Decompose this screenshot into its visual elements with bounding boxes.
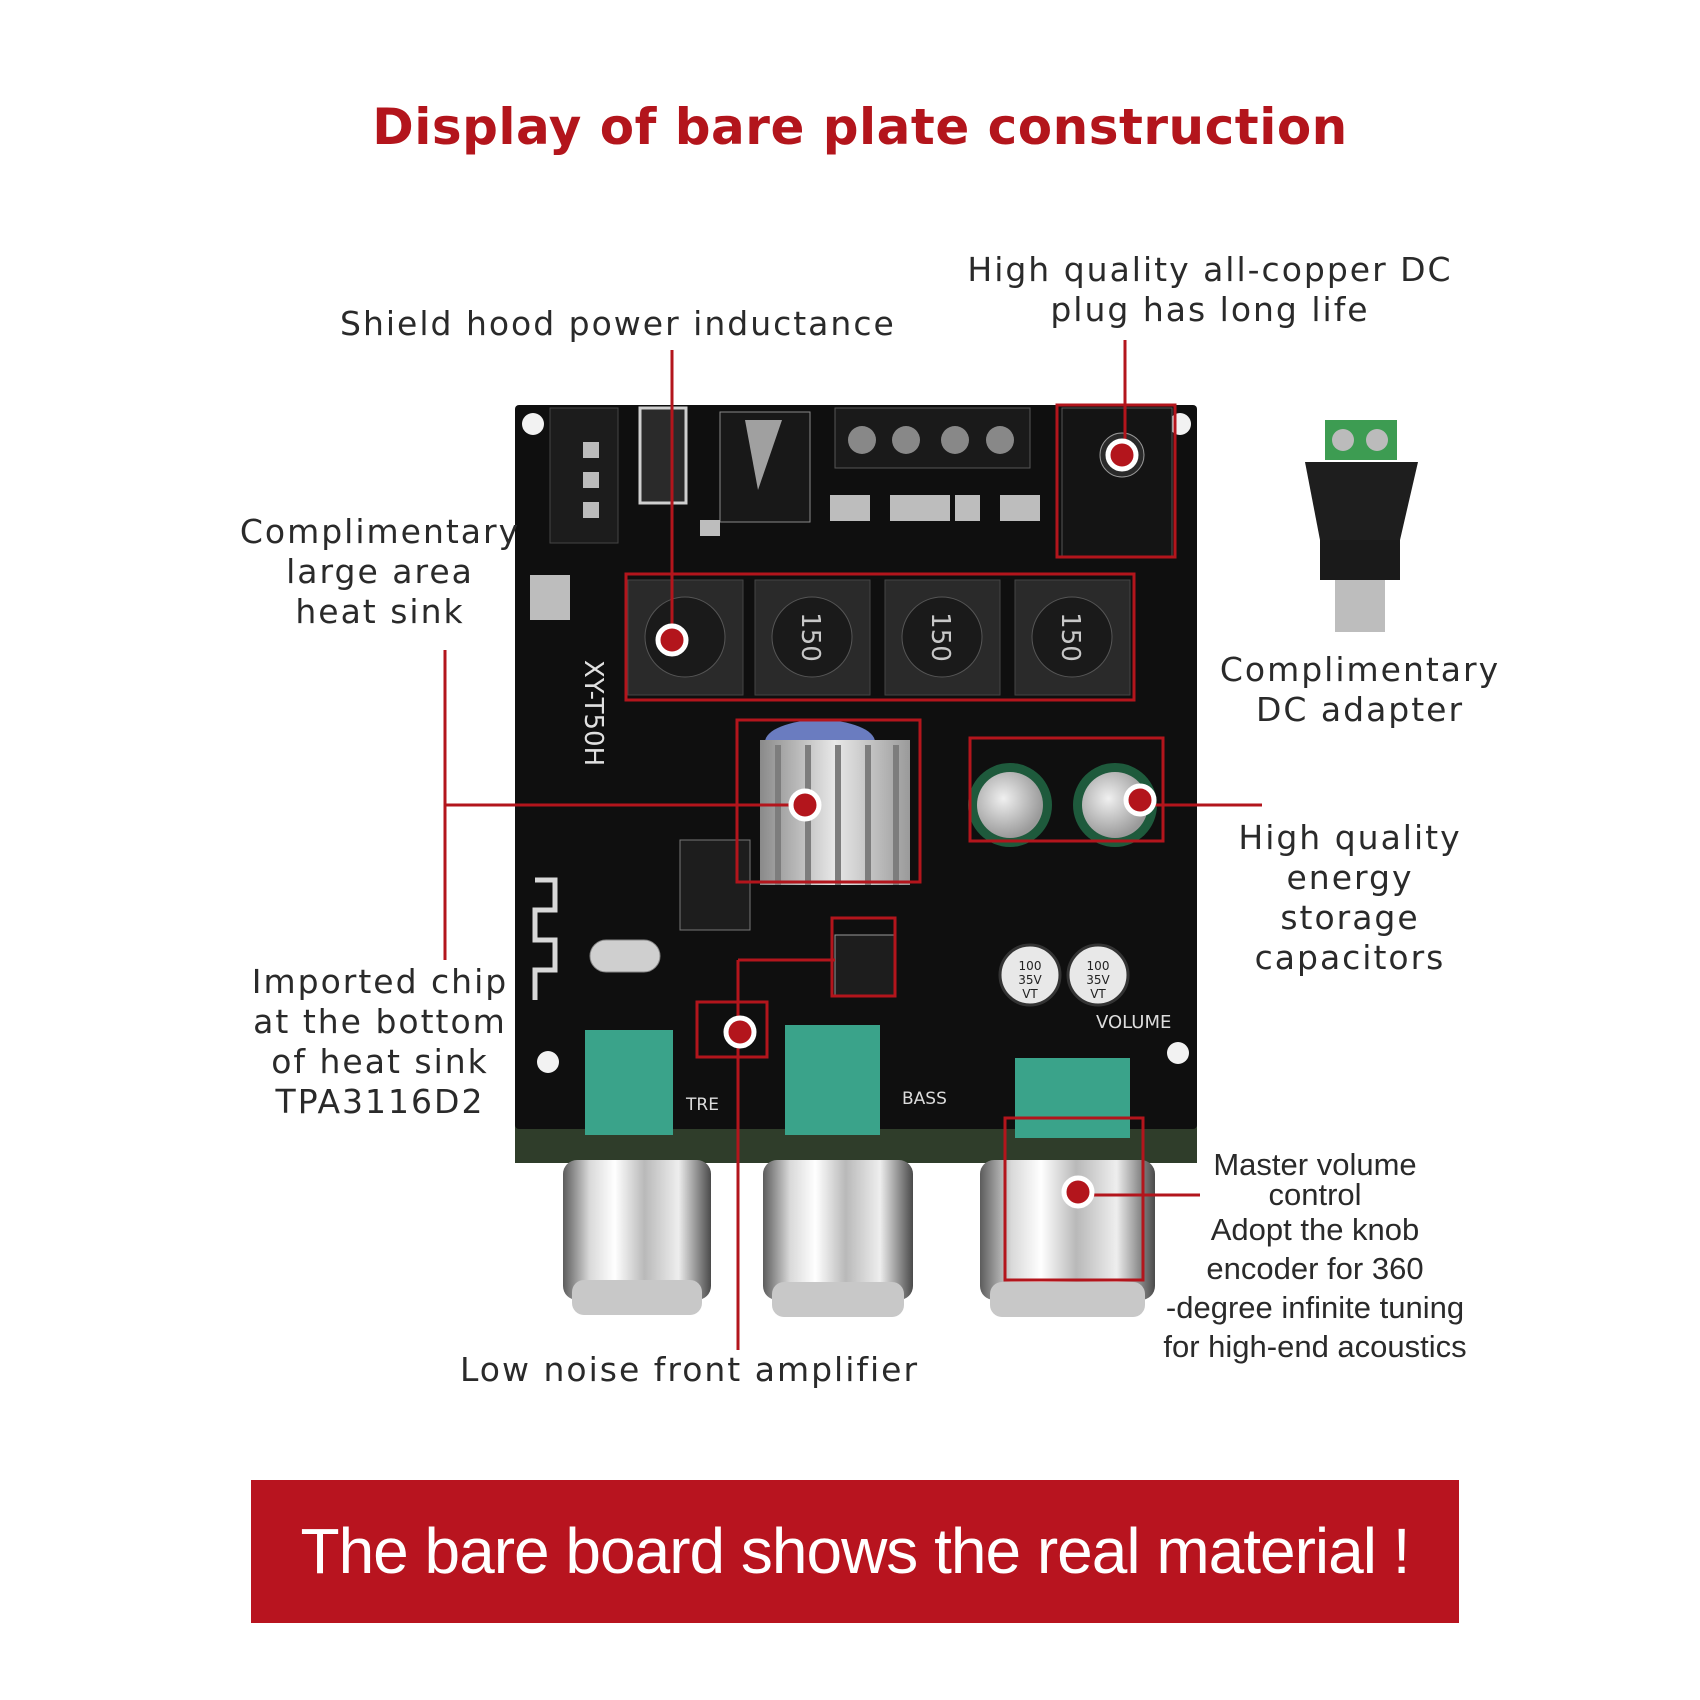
label-front-amp: Low noise front amplifier [460, 1350, 920, 1389]
label-dc-adapter: Complimentary DC adapter [1219, 650, 1501, 729]
crystal [589, 939, 661, 973]
banner-text: The bare board shows the real material ! [300, 1515, 1410, 1587]
model-text: XY-T50H [578, 660, 608, 766]
dsp-chip [679, 839, 751, 931]
label-capacitors: High quality energy storage capacitors [1238, 818, 1462, 977]
label-volume-control: Master volume control Adopt the knob enc… [1163, 1147, 1467, 1364]
volume-label: VOLUME [1096, 1012, 1171, 1033]
svg-text:VT: VT [1022, 987, 1038, 1001]
svg-text:150: 150 [795, 612, 825, 662]
op-amp-chip [834, 934, 896, 996]
dc-adapter-icon [1305, 420, 1418, 632]
label-chip: Imported chip at the bottom of heat sink… [251, 962, 509, 1121]
svg-text:150: 150 [925, 612, 955, 662]
page-title: Display of bare plate construction [372, 98, 1348, 156]
label-dc-plug: High quality all-copper DC plug has long… [967, 250, 1453, 329]
heat-sink [760, 720, 910, 885]
svg-text:100: 100 [1087, 959, 1110, 973]
bt-antenna [532, 877, 558, 1000]
label-shield-inductance: Shield hood power inductance [340, 304, 896, 343]
potentiometers [585, 1025, 1130, 1138]
callout-boxes [624, 403, 1177, 1282]
svg-text:100: 100 [1019, 959, 1042, 973]
svg-text:VT: VT [1090, 987, 1106, 1001]
tre-label: TRE [685, 1095, 719, 1115]
svg-text:35V: 35V [1018, 973, 1042, 987]
bottom-banner [251, 1480, 1459, 1623]
mount-hole [537, 1051, 559, 1073]
bass-label: BASS [902, 1089, 947, 1109]
small-capacitors: 100 35V VT 100 35V VT [998, 943, 1130, 1007]
usb-port [638, 406, 688, 505]
svg-text:150: 150 [1055, 612, 1085, 662]
dc-jack [1061, 407, 1173, 557]
mount-hole [522, 413, 544, 435]
svg-text:35V: 35V [1086, 973, 1110, 987]
mount-hole [1167, 1042, 1189, 1064]
label-heat-sink: Complimentary large area heat sink [239, 512, 521, 631]
callout-dots [655, 438, 1157, 1209]
inductors: 150 150 150 [627, 579, 1131, 696]
